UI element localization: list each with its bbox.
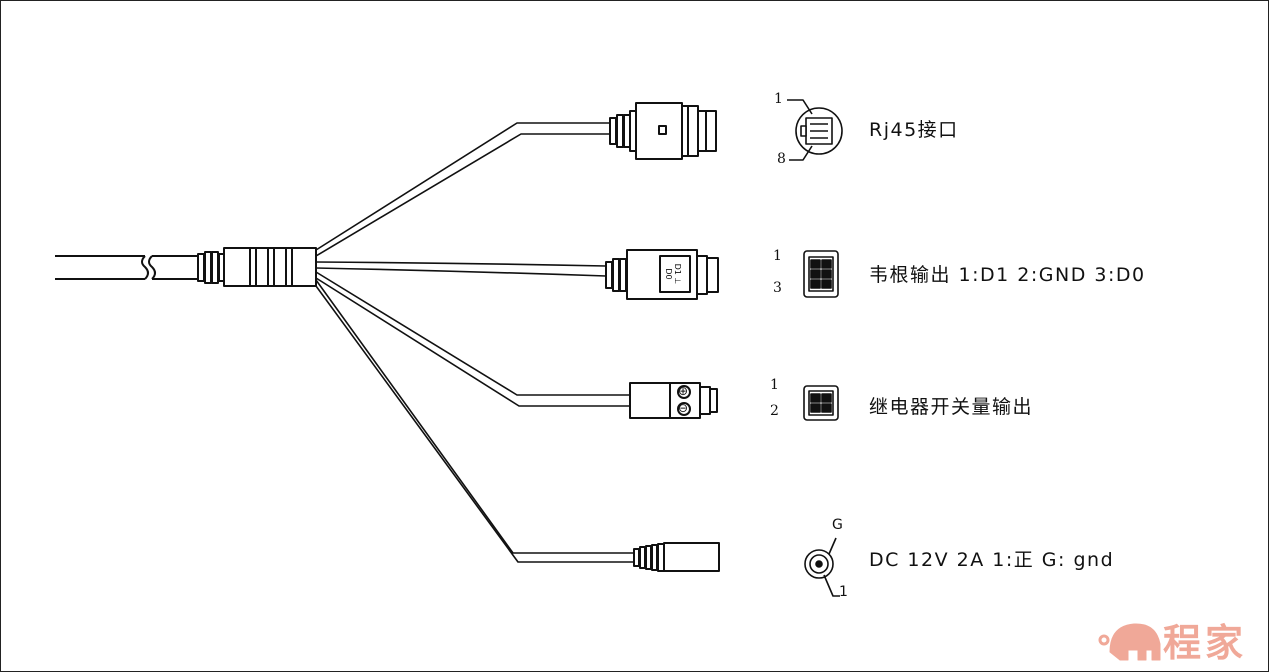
rj45-icon: [787, 99, 843, 161]
main-cable: [55, 255, 198, 280]
relay-pin-bottom: 2: [770, 403, 779, 419]
relay-pin-top: 1: [770, 377, 779, 393]
rj45-connector: [609, 102, 717, 160]
relay-plus-mark: ⊕: [678, 384, 689, 398]
dc-connector: [633, 542, 720, 572]
wiegand-connector-mark: D1 ⊥ D0: [664, 263, 682, 285]
wiegand-pin-top: 1: [773, 248, 782, 264]
watermark-text: 程家: [1163, 621, 1248, 665]
rj45-pin-bottom: 8: [777, 151, 786, 167]
wiegand-terminal-icon: [803, 250, 839, 298]
rj45-pin-top: 1: [774, 91, 783, 107]
dc-pin-g: G: [832, 517, 843, 533]
main-connector: [197, 247, 317, 287]
watermark-logo-icon: [1098, 623, 1161, 661]
wiegand-label: 韦根输出 1:D1 2:GND 3:D0: [869, 264, 1146, 286]
rj45-label: Rj45接口: [869, 119, 959, 141]
dc-barrel-icon: [804, 537, 840, 597]
wiegand-connector: [605, 249, 719, 300]
wiegand-pin-bottom: 3: [773, 280, 782, 296]
relay-terminal-icon: [803, 385, 839, 421]
branch-wires: [315, 122, 634, 563]
relay-connector: [629, 382, 718, 419]
dc-pin-1: 1: [839, 584, 848, 600]
relay-minus-mark: ⊖: [678, 401, 689, 415]
dc-label: DC 12V 2A 1:正 G: gnd: [869, 549, 1115, 571]
relay-label: 继电器开关量输出: [869, 396, 1034, 418]
